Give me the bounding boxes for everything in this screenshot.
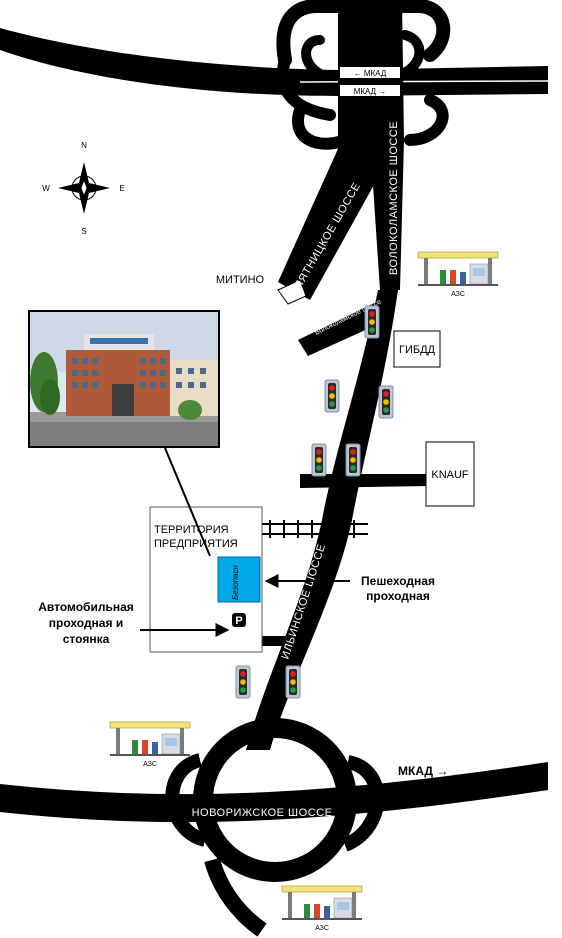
svg-text:АЗС: АЗС <box>315 925 329 932</box>
compass-rose-icon: N S E W <box>42 141 124 236</box>
pyatnitskoe-road <box>278 140 385 300</box>
novorizhskoe-road <box>0 718 548 937</box>
svg-text:Автомобильная: Автомобильная <box>38 600 134 614</box>
gas-station-icon: АЗС <box>417 251 499 298</box>
svg-text:стоянка: стоянка <box>63 632 110 646</box>
traffic-light-icon <box>364 305 380 339</box>
volokolamskoe-label: ВОЛОКОЛАМСКОЕ ШОССЕ <box>388 121 400 275</box>
svg-text:P: P <box>235 615 242 627</box>
traffic-light-icon <box>345 443 361 477</box>
mkad-label-top-1: ← МКАД <box>340 67 400 78</box>
novorizhskoe-label: НОВОРИЖСКОЕ ШОССЕ <box>192 807 333 819</box>
svg-text:E: E <box>119 184 124 193</box>
security-label: Безопасн <box>231 565 240 600</box>
svg-text:N: N <box>81 141 87 150</box>
svg-text:ПРЕДПРИЯТИЯ: ПРЕДПРИЯТИЯ <box>154 538 238 550</box>
svg-text:Пешеходная: Пешеходная <box>361 574 435 588</box>
svg-text:ГИБДД: ГИБДД <box>399 344 436 356</box>
traffic-light-icon <box>324 379 340 413</box>
traffic-light-icon <box>235 665 251 699</box>
svg-text:ТЕРРИТОРИЯ: ТЕРРИТОРИЯ <box>154 524 229 536</box>
ilinskoe-road <box>246 290 398 750</box>
mkad-bottom-label: МКАД → <box>398 764 448 778</box>
building-photo <box>28 310 220 448</box>
svg-text:S: S <box>81 227 86 236</box>
svg-text:проходная и: проходная и <box>49 616 123 630</box>
mkad-label-top-2: МКАД → <box>340 85 400 96</box>
traffic-light-icon <box>285 665 301 699</box>
svg-text:АЗС: АЗС <box>451 291 465 298</box>
svg-text:проходная: проходная <box>366 589 430 603</box>
mitino-label: МИТИНО <box>216 274 265 286</box>
gibdd-box: ГИБДД <box>393 330 441 368</box>
svg-text:АЗС: АЗС <box>143 761 157 768</box>
svg-text:W: W <box>42 184 50 193</box>
parking-icon: P <box>232 613 246 627</box>
svg-text:← МКАД: ← МКАД <box>354 69 387 78</box>
svg-text:МКАД →: МКАД → <box>354 87 387 96</box>
svg-text:KNAUF: KNAUF <box>431 469 469 481</box>
knauf-box: KNAUF <box>425 441 475 507</box>
security-building <box>217 556 261 603</box>
traffic-light-icon <box>311 443 327 477</box>
traffic-light-icon <box>378 385 394 419</box>
gas-station-icon: АЗС <box>109 721 191 768</box>
gas-station-icon: АЗС <box>281 885 363 932</box>
enterprise-territory: ТЕРРИТОРИЯ ПРЕДПРИЯТИЯ Безопасн P <box>149 506 263 653</box>
mkad-top-road <box>0 28 549 96</box>
